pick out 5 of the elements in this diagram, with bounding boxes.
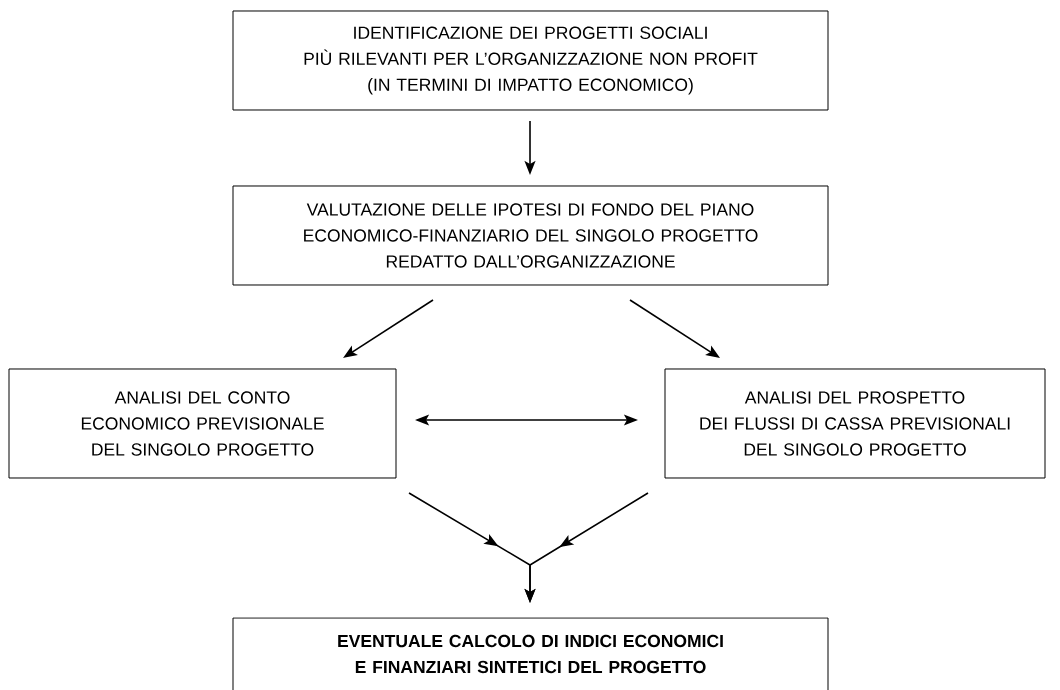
process-box: EVENTUALE CALCOLO DI INDICI ECONOMICI E FINANZIARI SINTETICI DEL PROGETTO [232, 617, 829, 690]
process-box: IDENTIFICAZIONE DEI PROGETTI SOCIALI PIÙ RILEVANTI PER L’ORGANIZZAZIONE NON PROFIT (IN TERMINI DI IMPATTO ECONOMICO) [232, 10, 829, 111]
process-box: ANALISI DEL PROSPETTO DEI FLUSSI DI CASSA PREVISIONALI DEL SINGOLO PROGETTO [664, 368, 1046, 479]
process-box: VALUTAZIONE DELLE IPOTESI DI FONDO DEL PIANO ECONOMICO-FINANZIARIO DEL SINGOLO PROGETTO REDATTO DALL’ORGANIZZAZIONE [232, 185, 829, 286]
process-box: ANALISI DEL CONTO ECONOMICO PREVISIONALE DEL SINGOLO PROGETTO [8, 368, 397, 479]
